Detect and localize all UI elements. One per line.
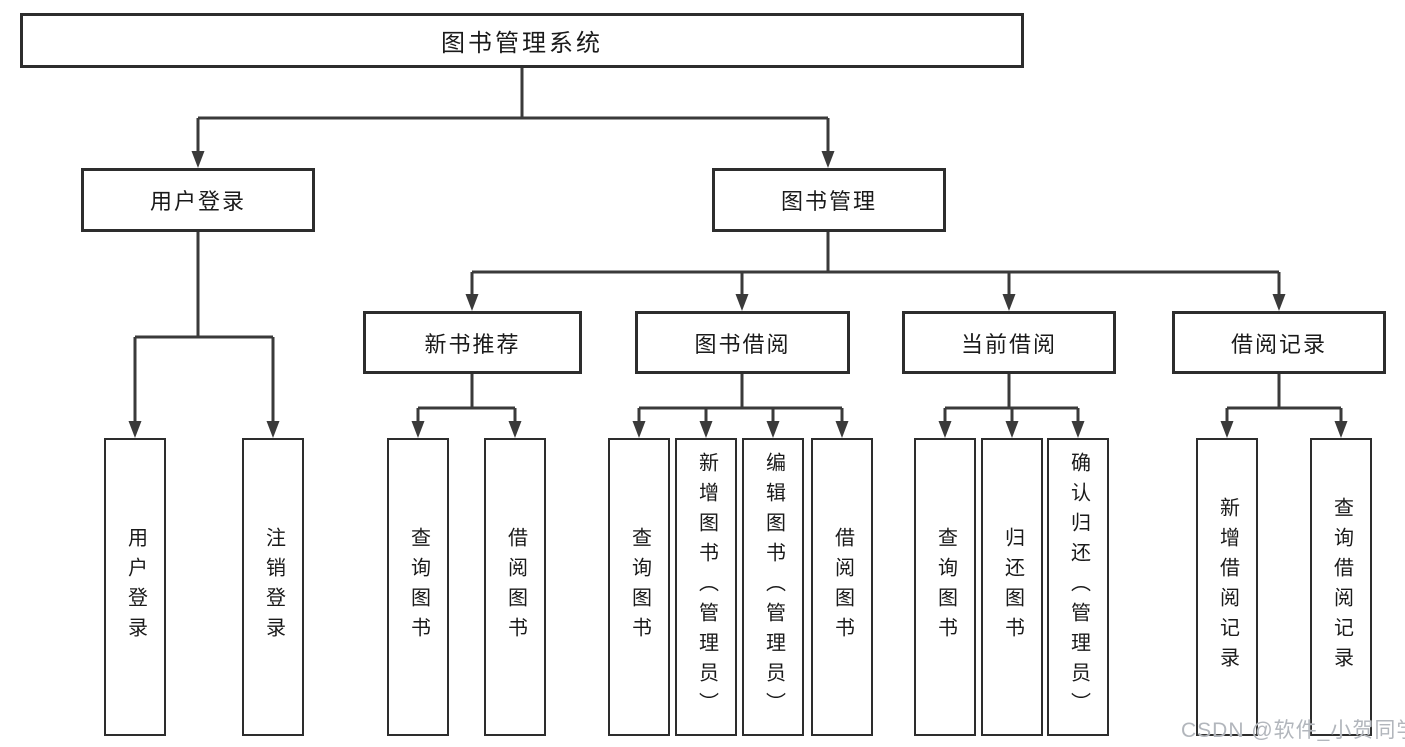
leaf-borrow-books-recommend: 借阅图书 (484, 438, 546, 736)
leaf-label: 归还图书 (1001, 527, 1024, 647)
leaf-borrow-books-borrow: 借阅图书 (811, 438, 873, 736)
leaf-query-books-borrow: 查询图书 (608, 438, 670, 736)
leaf-label: 新增图书（管理员） (695, 452, 718, 722)
leaf-label: 查询图书 (407, 527, 430, 647)
leaf-query-books-current: 查询图书 (914, 438, 976, 736)
node-borrowing-records: 借阅记录 (1172, 311, 1386, 374)
node-label: 图书管理 (780, 189, 877, 214)
node-current-borrowing: 当前借阅 (902, 311, 1116, 374)
arrowheads (128, 151, 1348, 438)
node-book-management: 图书管理 (712, 168, 946, 232)
node-new-book-recommendation: 新书推荐 (363, 311, 582, 374)
leaf-label: 注销登录 (262, 527, 285, 647)
leaf-label: 查询借阅记录 (1330, 497, 1353, 677)
leaf-label: 确认归还（管理员） (1067, 452, 1090, 722)
leaf-label: 借阅图书 (504, 527, 527, 647)
leaf-label: 新增借阅记录 (1216, 497, 1239, 677)
node-book-borrowing: 图书借阅 (635, 311, 850, 374)
leaf-user-login: 用户登录 (104, 438, 166, 736)
node-label: 新书推荐 (424, 331, 521, 357)
node-label: 图书管理系统 (441, 30, 603, 57)
node-label: 当前借阅 (960, 331, 1057, 357)
leaf-confirm-return-admin: 确认归还（管理员） (1047, 438, 1109, 736)
leaf-label: 编辑图书（管理员） (762, 452, 785, 722)
watermark: CSDN @软件_小贺同学 (1181, 719, 1405, 742)
leaf-query-borrow-record: 查询借阅记录 (1310, 438, 1372, 736)
leaf-return-books: 归还图书 (981, 438, 1043, 736)
leaf-label: 用户登录 (124, 527, 147, 647)
node-label: 用户登录 (149, 189, 246, 214)
leaf-label: 查询图书 (628, 527, 651, 647)
node-label: 借阅记录 (1230, 331, 1327, 357)
node-label: 图书借阅 (694, 331, 791, 357)
node-library-management-system: 图书管理系统 (20, 13, 1024, 68)
leaf-logout: 注销登录 (242, 438, 304, 736)
leaf-label: 查询图书 (934, 527, 957, 647)
leaf-edit-book-admin: 编辑图书（管理员） (742, 438, 804, 736)
leaf-add-borrow-record: 新增借阅记录 (1196, 438, 1258, 736)
node-user-login: 用户登录 (81, 168, 315, 232)
leaf-add-book-admin: 新增图书（管理员） (675, 438, 737, 736)
leaf-label: 借阅图书 (831, 527, 854, 647)
leaf-query-books-recommend: 查询图书 (387, 438, 449, 736)
